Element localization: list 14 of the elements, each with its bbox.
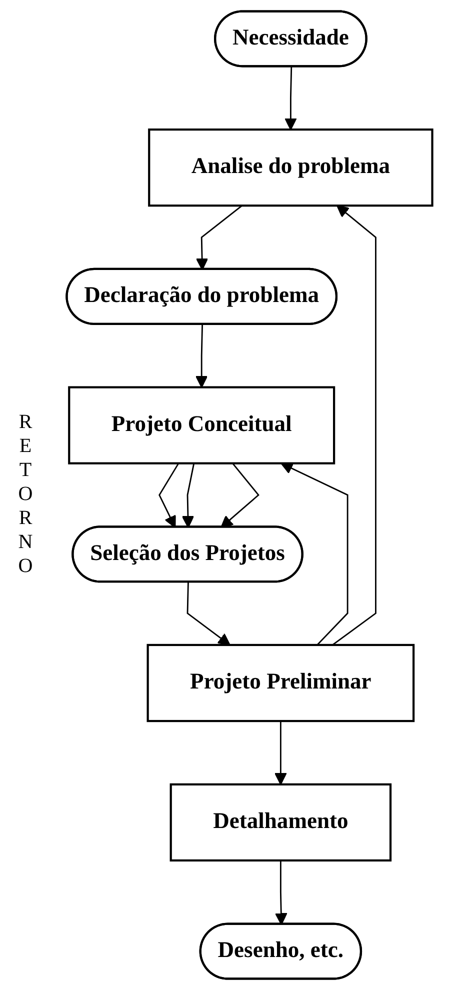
- arrow: [182, 463, 195, 528]
- side-label: RETORNO: [14, 411, 36, 579]
- node-box: Analise do problema: [148, 128, 434, 207]
- arrow: [186, 582, 230, 646]
- arrow: [284, 66, 297, 130]
- arrow: [332, 205, 376, 646]
- arrow: [280, 462, 348, 646]
- arrow: [220, 462, 260, 528]
- node-box: Projeto Preliminar: [146, 644, 415, 722]
- arrow: [274, 721, 287, 785]
- node-box: Projeto Conceitual: [68, 386, 336, 464]
- node-box: Detalhamento: [170, 783, 392, 862]
- arrow: [158, 462, 180, 528]
- arrow: [195, 324, 208, 388]
